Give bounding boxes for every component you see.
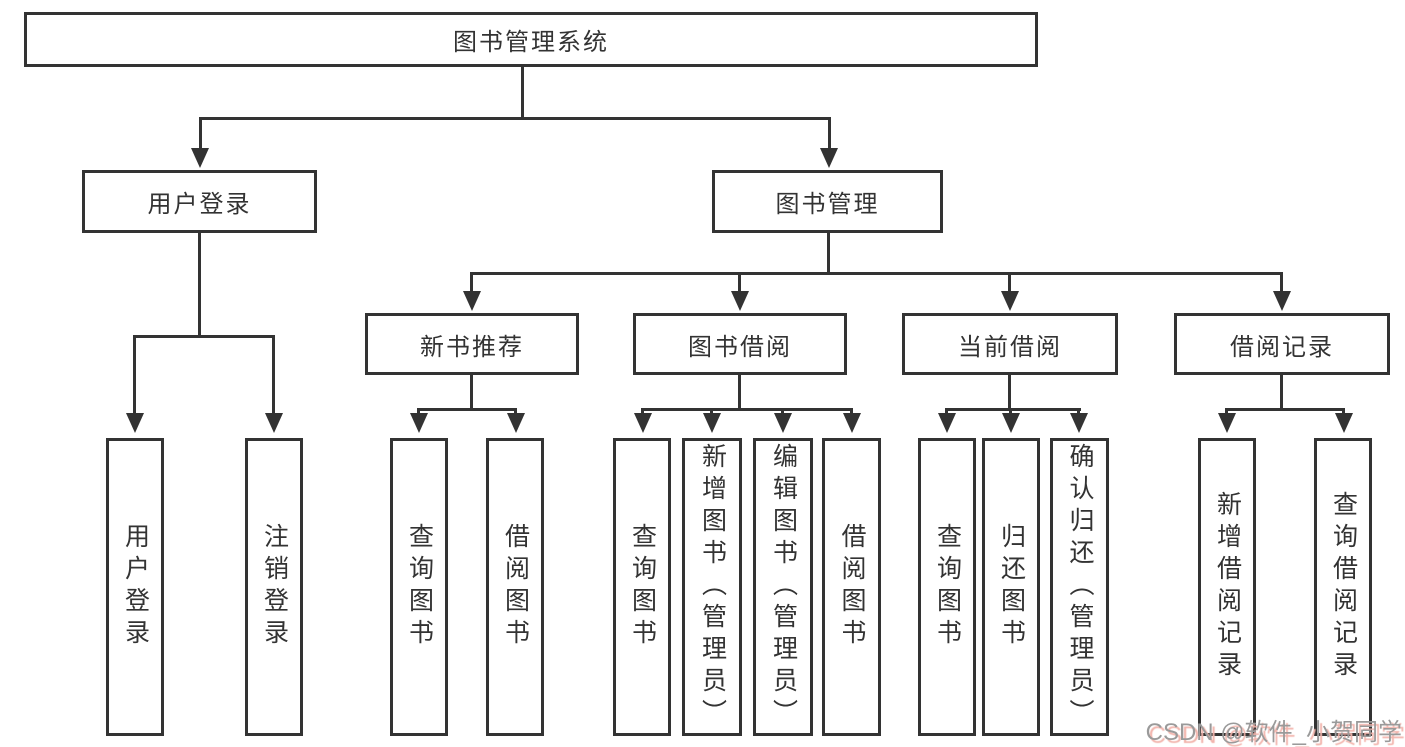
arrow-down-icon: [1001, 291, 1019, 311]
connector-arrow-line: [514, 408, 517, 416]
leaf-return-books: 归还图书: [982, 438, 1040, 736]
connector-arrow-line: [1077, 408, 1080, 416]
arrow-down-icon: [1335, 413, 1353, 433]
node-book-management: 图书管理: [712, 170, 943, 233]
leaf-add-books-admin: 新增图书（管理员）: [682, 438, 742, 736]
connector-arrow-line: [1008, 272, 1011, 292]
node-user-login: 用户登录: [82, 170, 317, 233]
connector-book-mgmt-branch: [470, 272, 1283, 275]
leaf-query-books-current: 查询图书: [918, 438, 976, 736]
node-new-book-recommend: 新书推荐: [365, 313, 579, 375]
node-book-borrow: 图书借阅: [633, 313, 847, 375]
arrow-down-icon: [843, 413, 861, 433]
leaf-borrow-books: 借阅图书: [822, 438, 881, 736]
arrow-down-icon: [1218, 413, 1236, 433]
connector-new-book-branch: [417, 408, 517, 411]
node-current-borrow: 当前借阅: [902, 313, 1118, 375]
connector-arrow-line: [133, 335, 136, 414]
arrow-down-icon: [191, 148, 209, 168]
connector-book-borrow-stem: [738, 375, 741, 411]
connector-arrow-line: [945, 408, 948, 416]
connector-arrow-line: [1280, 272, 1283, 292]
arrow-down-icon: [1273, 291, 1291, 311]
arrow-down-icon: [1070, 413, 1088, 433]
node-root: 图书管理系统: [24, 12, 1038, 67]
connector-book-mgmt-stem: [827, 233, 830, 274]
arrow-down-icon: [703, 413, 721, 433]
arrow-down-icon: [507, 413, 525, 433]
connector-root-branch: [199, 117, 831, 120]
connector-arrow-line: [417, 408, 420, 416]
connector-arrow-line: [738, 272, 741, 292]
connector-borrow-records-branch: [1225, 408, 1345, 411]
arrow-down-icon: [410, 413, 428, 433]
connector-arrow-line: [781, 408, 784, 416]
leaf-query-books-recommend: 查询图书: [390, 438, 448, 736]
leaf-query-books-borrow: 查询图书: [613, 438, 671, 736]
arrow-down-icon: [265, 413, 283, 433]
csdn-watermark: CSDN @软件_小贺同学: [1145, 719, 1402, 746]
connector-root-stem: [521, 67, 524, 119]
connector-arrow-line: [470, 272, 473, 292]
node-borrow-records: 借阅记录: [1174, 313, 1390, 375]
connector-book-borrow-branch: [641, 408, 853, 411]
connector-arrow-line: [828, 117, 831, 149]
arrow-down-icon: [938, 413, 956, 433]
arrow-down-icon: [731, 291, 749, 311]
connector-user-login-branch: [134, 335, 275, 338]
leaf-confirm-return-admin: 确认归还（管理员）: [1050, 438, 1109, 736]
arrow-down-icon: [634, 413, 652, 433]
connector-arrow-line: [272, 335, 275, 414]
leaf-add-borrow-record: 新增借阅记录: [1198, 438, 1256, 736]
connector-arrow-line: [1225, 408, 1228, 416]
arrow-down-icon: [820, 148, 838, 168]
arrow-down-icon: [463, 291, 481, 311]
connector-arrow-line: [850, 408, 853, 416]
connector-current-borrow-stem: [1008, 375, 1011, 411]
leaf-logout: 注销登录: [245, 438, 303, 736]
connector-current-borrow-branch: [945, 408, 1081, 411]
connector-arrow-line: [1009, 408, 1012, 416]
leaf-borrow-books-recommend: 借阅图书: [486, 438, 544, 736]
arrow-down-icon: [1002, 413, 1020, 433]
connector-new-book-stem: [470, 375, 473, 411]
arrow-down-icon: [126, 413, 144, 433]
connector-arrow-line: [1342, 408, 1345, 416]
connector-borrow-records-stem: [1280, 375, 1283, 411]
leaf-query-borrow-record: 查询借阅记录: [1314, 438, 1372, 736]
leaf-user-login: 用户登录: [106, 438, 164, 736]
connector-arrow-line: [710, 408, 713, 416]
connector-arrow-line: [199, 117, 202, 149]
leaf-edit-books-admin: 编辑图书（管理员）: [753, 438, 813, 736]
connector-user-login-stem: [198, 233, 201, 338]
arrow-down-icon: [774, 413, 792, 433]
connector-arrow-line: [641, 408, 644, 416]
